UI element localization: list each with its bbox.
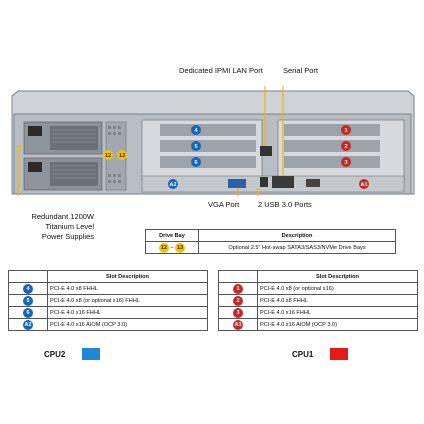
drive-bay-header: Drive Bay <box>145 229 199 242</box>
ipmi-port-label: Dedicated IPMI LAN Port <box>179 66 263 75</box>
cpu1-num-header <box>218 270 258 283</box>
table-row: 1 PCI-E 4.0 x8 (or optional x16) <box>218 282 418 295</box>
serial-port-label: Serial Port <box>283 66 319 75</box>
cpu1-color-swatch <box>330 348 348 360</box>
slot-4-marker-text: 4 <box>194 128 198 134</box>
table-row: 4 PCI-E 4.0 x8 FHHL <box>8 282 208 295</box>
table-row: 2 PCI-E 4.0 x8 FHHL <box>218 294 418 307</box>
table-row: A2 PCI-E 4.0 x16 AIOM (OCP 3.0) <box>8 318 208 331</box>
slot-2-marker <box>341 141 351 151</box>
cpu1-row-4-num: A1 <box>218 318 258 331</box>
cpu2-color-swatch <box>82 348 100 360</box>
slot-1-marker-text: 1 <box>344 128 347 134</box>
bay-13-marker-text: 13 <box>119 153 125 159</box>
cpu2-slot-header: Slot Description <box>47 270 208 283</box>
description-header: Description <box>198 229 396 242</box>
bay-13-marker <box>117 150 127 160</box>
bay-13-badge: 13 <box>175 242 186 253</box>
drive-bay-range: 12 – 13 <box>145 241 199 254</box>
table-row: 6 PCI-E 4.0 x16 FHHL <box>8 306 208 319</box>
psu-label-line-2: Titanium Level <box>45 222 95 231</box>
cpu1-label: CPU1 <box>292 350 314 359</box>
cpu2-row-3-num: 6 <box>8 306 48 319</box>
cpu2-label: CPU2 <box>44 350 66 359</box>
bay-12-marker-text: 12 <box>105 153 111 159</box>
slot-1-marker <box>341 125 351 135</box>
cpu1-row-1-desc: PCI-E 4.0 x8 (or optional x16) <box>257 282 418 295</box>
slot-badge: A1 <box>233 319 243 330</box>
slot-badge: 5 <box>23 295 33 306</box>
slot-2-marker-text: 2 <box>344 144 347 150</box>
psu-label: Redundant 1200W Titanium Level Power Sup… <box>14 212 94 242</box>
vga-port-label: VGA Port <box>208 200 240 209</box>
aiom-a1-marker <box>359 179 369 189</box>
slot-6-marker <box>191 157 201 167</box>
slot-3-marker-text: 3 <box>344 160 347 166</box>
bay-12-marker <box>103 150 113 160</box>
cpu1-row-4-desc: PCI-E 4.0 x16 AIOM (OCP 3.0) <box>257 318 418 331</box>
aiom-a1-marker-text: A1 <box>360 182 367 188</box>
cpu1-row-3-desc: PCI-E 4.0 x16 FHHL <box>257 306 418 319</box>
cpu1-row-2-num: 2 <box>218 294 258 307</box>
slot-3-marker <box>341 157 351 167</box>
cpu1-slot-table: Slot Description 1 PCI-E 4.0 x8 (or opti… <box>218 270 418 331</box>
table-row: A1 PCI-E 4.0 x16 AIOM (OCP 3.0) <box>218 318 418 331</box>
cpu2-row-4-desc: PCI-E 4.0 x16 AIOM (OCP 3.0) <box>47 318 208 331</box>
usb-ports-label: 2 USB 3.0 Ports <box>258 200 312 209</box>
slot-badge: A2 <box>23 319 33 330</box>
slot-5-marker <box>191 141 201 151</box>
bay-12-badge: 12 <box>158 242 169 253</box>
cpu1-row-3-num: 3 <box>218 306 258 319</box>
cpu2-row-1-desc: PCI-E 4.0 x8 FHHL <box>47 282 208 295</box>
slot-4-marker <box>191 125 201 135</box>
drive-bay-table: Drive Bay Description 12 – 13 Optional 2… <box>145 229 396 254</box>
slot-badge: 1 <box>233 283 243 294</box>
slot-badge: 2 <box>233 295 243 306</box>
aiom-a2-marker-text: A2 <box>169 182 176 188</box>
cpu2-row-2-desc: PCI-E 4.0 x8 (or optional x16) FHHL <box>47 294 208 307</box>
slot-6-marker-text: 6 <box>194 160 197 166</box>
cpu1-row-1-num: 1 <box>218 282 258 295</box>
slot-badge: 4 <box>23 283 33 294</box>
table-row: 5 PCI-E 4.0 x8 (or optional x16) FHHL <box>8 294 208 307</box>
table-row: 3 PCI-E 4.0 x16 FHHL <box>218 306 418 319</box>
slot-5-marker-text: 5 <box>194 144 197 150</box>
cpu2-row-2-num: 5 <box>8 294 48 307</box>
cpu2-num-header <box>8 270 48 283</box>
psu-label-line-3: Power Supplies <box>41 232 94 241</box>
cpu2-row-3-desc: PCI-E 4.0 x16 FHHL <box>47 306 208 319</box>
cpu2-row-4-num: A2 <box>8 318 48 331</box>
slot-badge: 6 <box>23 307 33 318</box>
cpu2-slot-table: Slot Description 4 PCI-E 4.0 x8 FHHL 5 P… <box>8 270 208 331</box>
slot-badge: 3 <box>233 307 243 318</box>
cpu1-row-2-desc: PCI-E 4.0 x8 FHHL <box>257 294 418 307</box>
cpu1-slot-header: Slot Description <box>257 270 418 283</box>
psu-label-line-1: Redundant 1200W <box>31 212 94 221</box>
server-rear-panel: 4 5 6 1 2 3 A2 A1 12 13 <box>11 86 415 196</box>
bay-range-separator: – <box>170 244 174 251</box>
aiom-a2-marker <box>168 179 178 189</box>
drive-bay-description: Optional 2.5" Hot-swap SATA3/SAS3/NVMe D… <box>198 241 396 254</box>
cpu2-row-1-num: 4 <box>8 282 48 295</box>
